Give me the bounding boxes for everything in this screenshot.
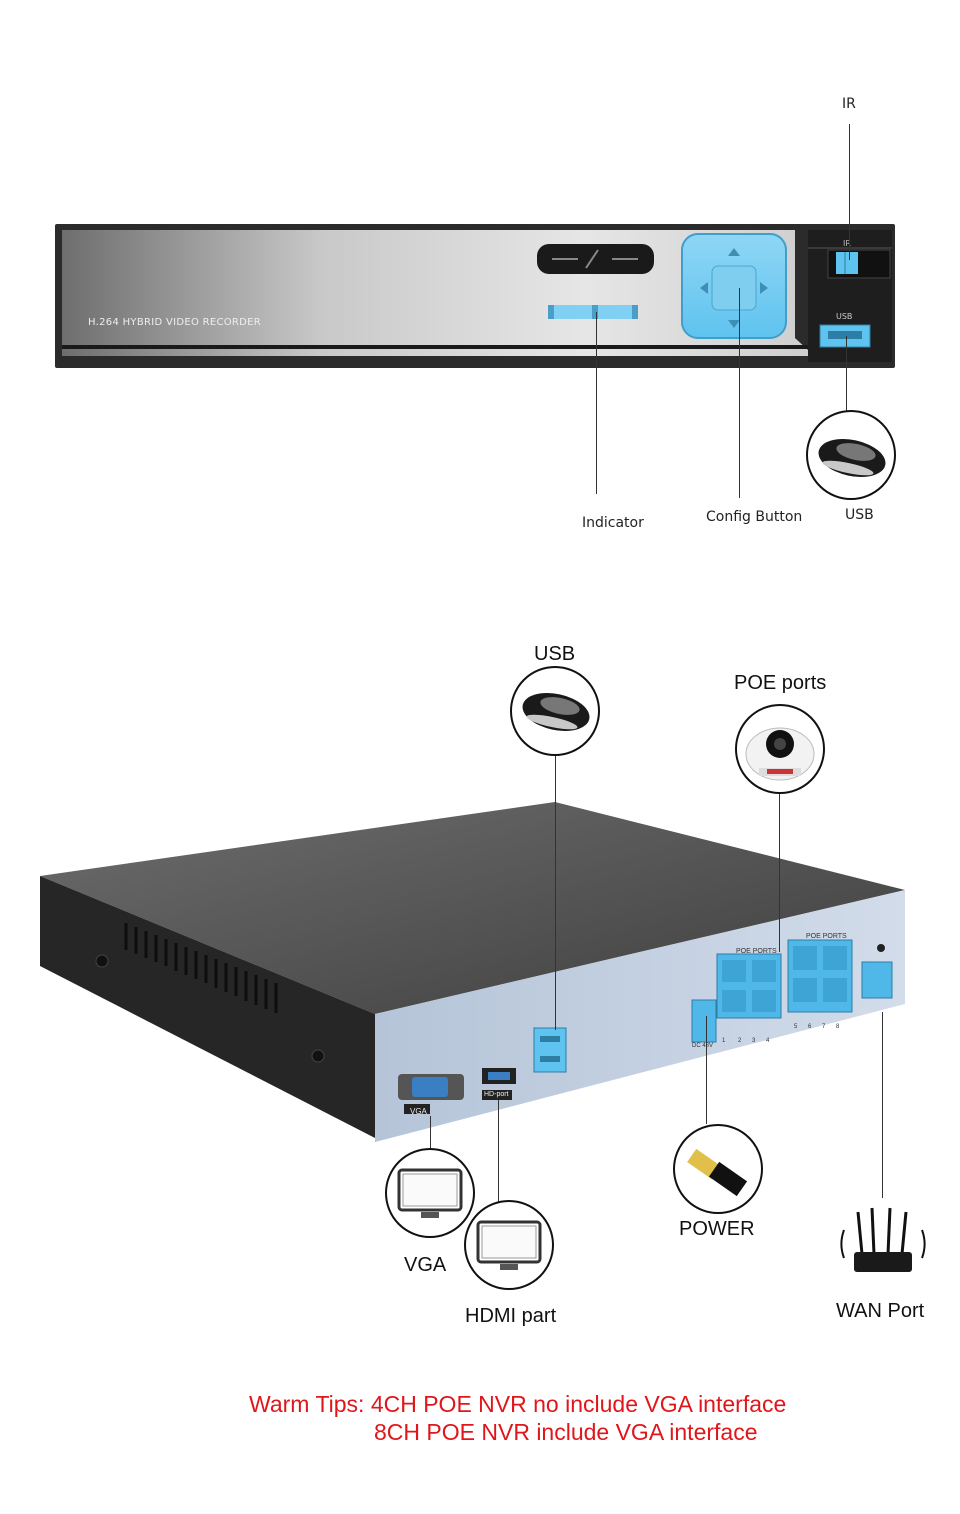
ir-callout-line — [849, 124, 850, 260]
poe-number-4: 4 — [766, 1038, 770, 1044]
model-text: H.264 HYBRID VIDEO RECORDER — [88, 317, 262, 328]
poe-number-2: 2 — [738, 1038, 742, 1044]
poe-number-8: 8 — [836, 1024, 840, 1030]
poe-number-3: 3 — [752, 1038, 756, 1044]
usb-rear-callout-line — [555, 754, 556, 1030]
power-callout-line — [706, 1016, 707, 1124]
indicator-callout-line — [596, 312, 597, 494]
wan-callout-label: WAN Port — [836, 1300, 925, 1322]
mouse-icon — [806, 410, 896, 500]
usb-front-callout-line — [846, 336, 847, 411]
usb-tag: USB — [836, 312, 853, 321]
dc-tag: DC 48V — [692, 1043, 714, 1049]
mouse-icon — [510, 666, 600, 756]
hdmi-port-tag: HD-port — [484, 1091, 509, 1098]
poe-right-tag: POE PORTS — [806, 933, 847, 940]
poe-callout-label: POE ports — [734, 672, 827, 694]
poe-number-1: 1 — [722, 1038, 726, 1044]
indicator-callout-label: Indicator — [582, 515, 644, 531]
config-callout-line — [739, 288, 740, 498]
power-callout-label: POWER — [679, 1218, 755, 1240]
slide-button — [537, 244, 654, 274]
config-callout-label: Config Button — [706, 509, 803, 525]
wan-callout-line — [882, 1012, 883, 1200]
rear-panel-illustration — [40, 802, 905, 1142]
ir-tag: IR — [843, 239, 851, 248]
monitor-icon — [385, 1148, 475, 1238]
monitor-icon — [464, 1200, 554, 1290]
poe-callout-line — [779, 792, 780, 952]
hdmi-callout-line — [498, 1100, 499, 1202]
ir-callout-label: IR — [842, 96, 856, 112]
usb-front-callout-label: USB — [845, 507, 874, 523]
hdmi-callout-label: HDMI part — [465, 1305, 557, 1327]
vga-port-tag: VGA — [410, 1107, 427, 1116]
dome-camera-icon — [735, 704, 825, 794]
poe-number-7: 7 — [822, 1024, 826, 1030]
poe-left-tag: POE PORTS — [736, 948, 777, 955]
vga-callout-line — [430, 1116, 431, 1152]
warm-tips-line-1: Warm Tips: 4CH POE NVR no include VGA in… — [249, 1391, 787, 1417]
usb-rear-callout-label: USB — [534, 643, 576, 665]
front-panel-illustration — [55, 224, 895, 368]
poe-number-6: 6 — [808, 1024, 812, 1030]
power-adapter-icon — [673, 1124, 763, 1214]
poe-number-5: 5 — [794, 1024, 798, 1030]
vga-callout-label: VGA — [404, 1254, 447, 1276]
router-icon — [838, 1198, 928, 1288]
warm-tips-line-2: 8CH POE NVR include VGA interface — [374, 1419, 758, 1445]
